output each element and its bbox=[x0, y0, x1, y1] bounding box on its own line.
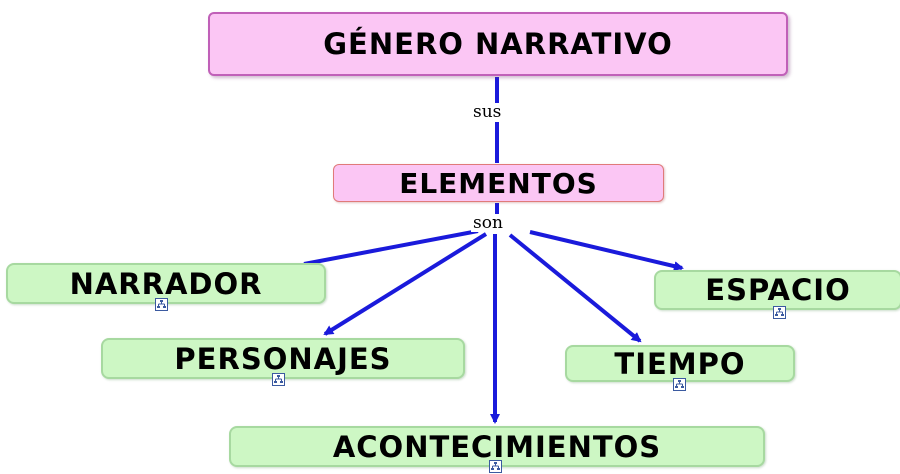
arrow-to-espacio bbox=[529, 230, 684, 272]
link-label-sus: sus bbox=[471, 102, 504, 122]
node-genero-narrativo[interactable]: GÉNERO NARRATIVO bbox=[208, 12, 788, 76]
arrow-to-personajes bbox=[323, 232, 488, 336]
node-narrador[interactable]: NARRADOR bbox=[6, 263, 326, 304]
link-label-son: son bbox=[471, 213, 505, 233]
arrow-to-narrador bbox=[303, 229, 479, 266]
personajes-submap-icon[interactable] bbox=[272, 373, 285, 386]
node-espacio[interactable]: ESPACIO bbox=[654, 270, 900, 310]
node-personajes[interactable]: PERSONAJES bbox=[101, 338, 465, 379]
narrador-submap-icon[interactable] bbox=[155, 298, 168, 311]
arrow-to-tiempo bbox=[508, 233, 642, 343]
tiempo-submap-icon[interactable] bbox=[673, 378, 686, 391]
node-elementos[interactable]: ELEMENTOS bbox=[333, 164, 664, 202]
espacio-submap-icon[interactable] bbox=[773, 306, 786, 319]
acontecimientos-submap-icon[interactable] bbox=[489, 460, 502, 473]
node-tiempo[interactable]: TIEMPO bbox=[565, 345, 795, 382]
